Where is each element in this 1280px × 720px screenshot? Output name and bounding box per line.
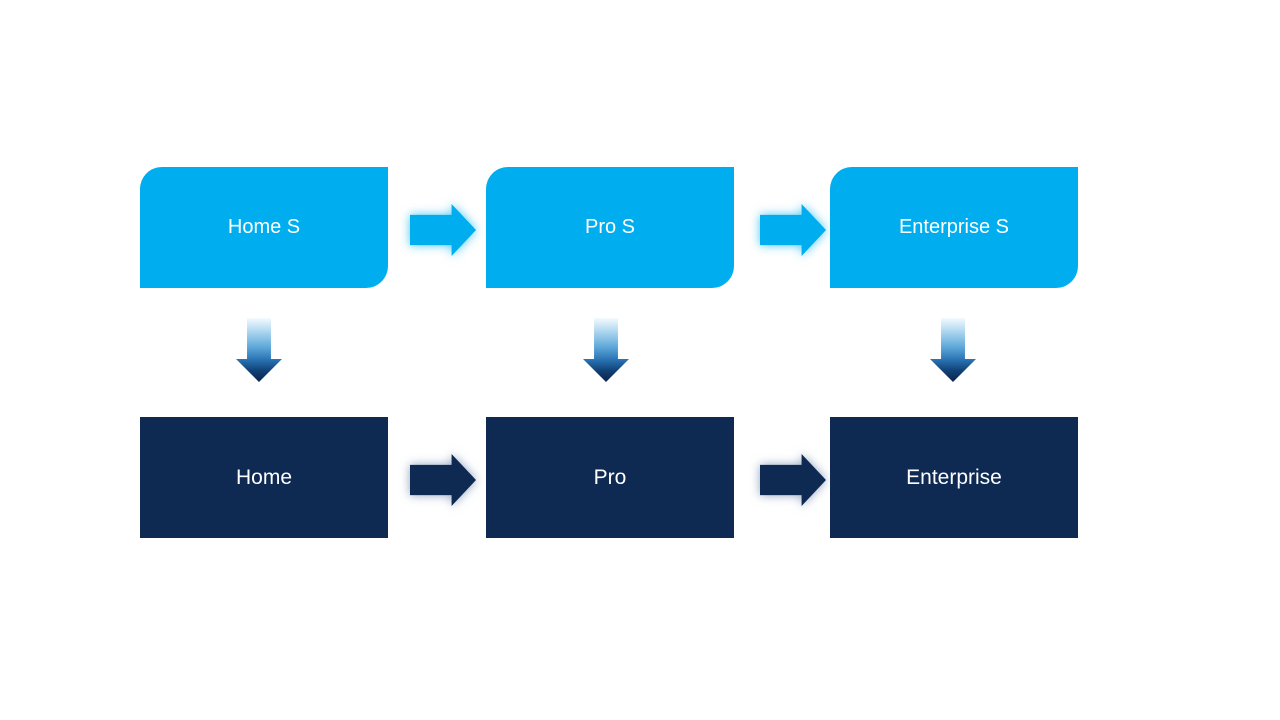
right-arrow-shape xyxy=(760,204,826,256)
down-arrow-icon xyxy=(236,318,282,382)
node-home-s-label: Home S xyxy=(227,216,301,238)
node-pro-label: Pro xyxy=(593,465,627,489)
down-arrow-shape xyxy=(930,318,976,382)
node-enterprise-label: Enterprise xyxy=(906,465,1002,489)
right-arrow-shape xyxy=(410,454,476,506)
node-pro-s-label: Pro S xyxy=(584,216,636,238)
node-home: Home xyxy=(140,417,388,538)
right-arrow-icon xyxy=(410,204,476,256)
node-enterprise: Enterprise xyxy=(830,417,1078,538)
down-arrow-icon xyxy=(930,318,976,382)
right-arrow-icon xyxy=(760,454,826,506)
node-pro: Pro xyxy=(486,417,734,538)
node-pro-s: Pro S xyxy=(486,167,734,288)
right-arrow-icon xyxy=(410,454,476,506)
right-arrow-shape xyxy=(410,204,476,256)
right-arrow-shape xyxy=(760,454,826,506)
node-enterprise-s-label: Enterprise S xyxy=(898,216,1010,238)
node-home-label: Home xyxy=(235,465,293,489)
down-arrow-shape xyxy=(236,318,282,382)
node-enterprise-s: Enterprise S xyxy=(830,167,1078,288)
right-arrow-icon xyxy=(760,204,826,256)
down-arrow-shape xyxy=(583,318,629,382)
down-arrow-icon xyxy=(583,318,629,382)
node-home-s: Home S xyxy=(140,167,388,288)
